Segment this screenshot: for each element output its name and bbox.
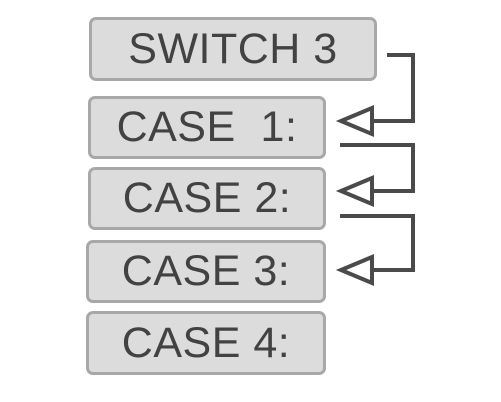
case-4-box: CASE 4: [86, 311, 326, 375]
arrow-line-case-1-to-case-2 [340, 143, 415, 193]
arrow-line-switch-to-case-1 [372, 53, 415, 123]
case-2-box: CASE 2: [88, 167, 326, 230]
arrowhead-case-1 [335, 104, 374, 138]
case-3-box: CASE 3: [86, 240, 326, 303]
switch-box: SWITCH 3 [89, 17, 377, 81]
arrow-line-case-2-to-case-3 [340, 214, 415, 272]
arrowhead-case-3 [335, 253, 374, 287]
case-1-box: CASE 1: [88, 96, 326, 159]
arrowhead-case-2 [335, 174, 374, 208]
